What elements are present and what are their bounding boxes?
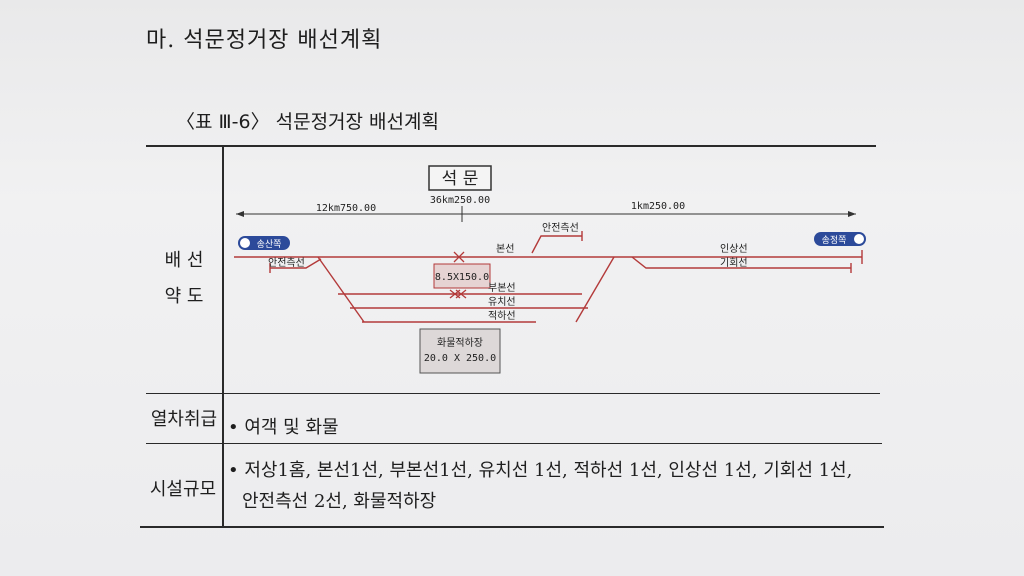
- facility-row-label: 시설규모: [149, 479, 217, 500]
- platform-box: [433, 263, 491, 289]
- station-name-box: [428, 165, 492, 191]
- train-row-label: 열차취급: [150, 409, 218, 430]
- right-direction-label: 송정쪽: [822, 235, 847, 246]
- facility-row-value-line1: • 저상1홈, 본선1선, 부본선1선, 유치선 1선, 적하선 1선, 인상선…: [228, 460, 853, 481]
- train-row-value: • 여객 및 화물: [228, 417, 339, 438]
- right-direction-badge: [814, 232, 866, 246]
- pull-out-track-label: 인상선: [720, 243, 748, 255]
- platform-dimension: 8.5X150.0: [435, 272, 489, 283]
- diagram-row-label-line2: 약 도: [164, 286, 204, 307]
- diagram-row-label-line1: 배 선: [164, 250, 204, 271]
- right-direction-icon: [854, 234, 864, 244]
- row-divider-2: [146, 443, 882, 444]
- table-column-divider: [222, 145, 224, 527]
- lower-tracks-right-ladder: [575, 256, 615, 323]
- storage-track-label: 유치선: [488, 296, 516, 308]
- top-safety-siding: [531, 235, 582, 254]
- distance-center-label: 36km250.00: [430, 195, 490, 206]
- lower-tracks-left-ladder: [317, 256, 365, 323]
- pull-out-track: [631, 256, 851, 269]
- station-name: 석 문: [442, 169, 479, 189]
- facility-row-value-line2: 안전측선 2선, 화물적하장: [242, 491, 437, 512]
- distance-left-label: 12km750.00: [316, 203, 376, 214]
- table-caption: 〈표 Ⅲ-6〉 석문정거장 배선계획: [176, 111, 439, 133]
- main-track-label: 본선: [496, 243, 514, 255]
- table-top-rule: [146, 145, 876, 147]
- distance-arrow-right: [848, 211, 856, 217]
- distance-arrow-left: [236, 211, 244, 217]
- crossing-mark-bottom-d: [455, 289, 467, 299]
- sub-main-track-label: 부본선: [488, 282, 516, 294]
- run-around-track-label: 기회선: [720, 257, 748, 269]
- track-layout-diagram: 석 문 12km750.00 36km250.00 1km250.00 송산쪽 …: [234, 165, 866, 374]
- loading-track-label: 적하선: [488, 309, 516, 322]
- section-heading: 마. 석문정거장 배선계획: [146, 28, 383, 53]
- freight-yard-box: [419, 328, 501, 374]
- table-bottom-rule: [140, 526, 884, 528]
- left-safety-siding: [270, 258, 322, 269]
- row-divider-1: [146, 393, 880, 394]
- distance-right-label: 1km250.00: [631, 201, 685, 212]
- freight-yard-title: 화물적하장: [437, 336, 483, 349]
- diagram-row-label: 배 선 약 도: [150, 243, 218, 315]
- left-direction-icon: [240, 238, 250, 248]
- top-safety-siding-label: 안전측선: [542, 222, 579, 234]
- left-safety-siding-label: 안전측선: [268, 257, 305, 269]
- crossing-mark-top-b: [453, 251, 465, 263]
- freight-yard-dimension: 20.0 X 250.0: [424, 353, 496, 364]
- left-direction-badge: [238, 236, 290, 250]
- left-direction-label: 송산쪽: [257, 239, 282, 250]
